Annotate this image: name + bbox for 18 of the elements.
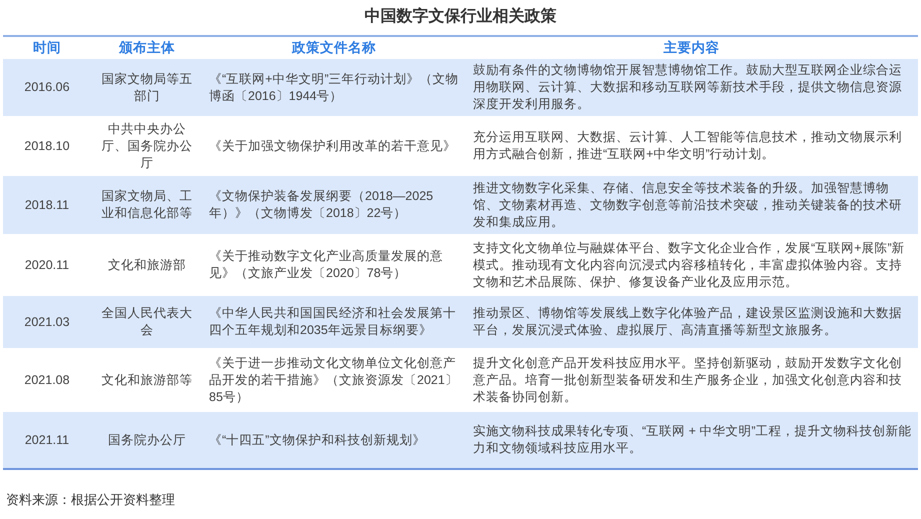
date-cell: 2021.03 [3,295,91,349]
source-note: 资料来源：根据公开资料整理 [6,491,175,509]
issuer-cell: 国家文物局等五部门 [91,58,203,117]
issuer-cell: 国务院办公厅 [91,411,203,469]
content-cell: 鼓励有条件的文物博物馆开展智慧博物馆工作。鼓励大型互联网企业综合运用物联网、云计算、大数据和移动互联网等新技术手段，提供文物信息资源深度开发利用服务。 [465,58,918,117]
policy-title-cell: 《中华人民共和国国民经济和社会发展第十四个五年规划和2035年远景目标纲要》 [203,295,465,349]
date-cell: 2021.11 [3,411,91,469]
date-cell: 2018.11 [3,175,91,235]
policy-title-cell: 《“十四五”文物保护和科技创新规划》 [203,411,465,469]
content-cell: 实施文物科技成果转化专项、“互联网 + 中华文明”工程，提升文物科技创新能力和文物领域科技应用水平。 [465,411,918,469]
policy-title-cell: 《文物保护装备发展纲要（2018—2025年）》（文物博发〔2018〕22号） [203,175,465,235]
date-cell: 2016.06 [3,58,91,117]
policy-title-cell: 《“互联网+中华文明”三年行动计划》（文物博函〔2016〕1944号） [203,58,465,117]
content-cell: 推进文物数字化采集、存储、信息安全等技术装备的升级。加强智慧博物馆、文物素材再造、文物数字创意等前沿技术突破，推动关键装备的技术研发和集成应用。 [465,175,918,235]
issuer-cell: 全国人民代表大会 [91,295,203,349]
table-title: 中国数字文保行业相关政策 [364,6,558,27]
content-cell: 推动景区、博物馆等发展线上数字化体验产品，建设景区监测设施和大数据平台，发展沉浸式体验、虚拟展厅、高清直播等新型文旅服务。 [465,295,918,349]
issuer-cell: 国家文物局、工业和信息化部等 [91,175,203,235]
